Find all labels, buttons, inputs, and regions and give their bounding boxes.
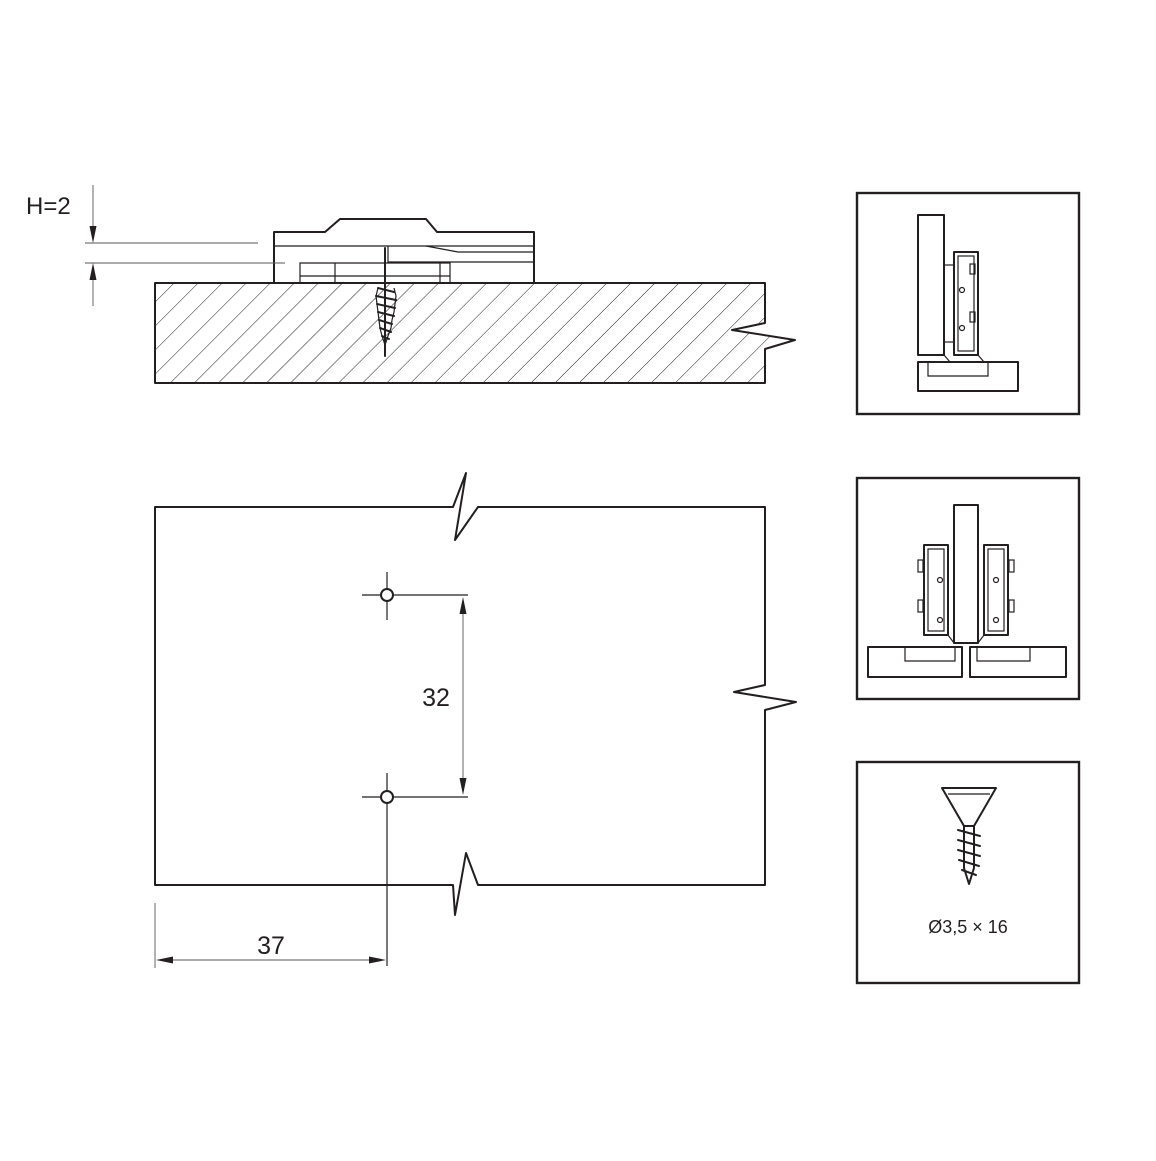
- height-dimension: H=2: [26, 185, 285, 306]
- hinge-single-icon: [917, 214, 1019, 392]
- hinge-double-panel: [855, 476, 1081, 701]
- drill-hole-upper: [362, 572, 468, 620]
- edge-distance-dimension: 37: [154, 903, 386, 968]
- hole-spacing-dimension: 32: [422, 597, 467, 795]
- board-section: [154, 282, 796, 384]
- screw-spec-label: Ø3,5 × 16: [928, 917, 1008, 937]
- hole-spacing-label: 32: [422, 684, 450, 712]
- hinge-double-icon: [867, 504, 1067, 678]
- top-view: 32 37: [154, 472, 797, 968]
- hinge-single-panel: [855, 191, 1081, 416]
- screw-icon: [941, 787, 997, 885]
- panel-outline: [154, 472, 797, 916]
- side-section-view: H=2: [26, 185, 796, 384]
- edge-distance-label: 37: [257, 932, 285, 960]
- drill-hole-lower: [362, 773, 468, 966]
- mounting-plate: [273, 218, 535, 283]
- height-label: H=2: [26, 193, 71, 220]
- screw-spec-panel: Ø3,5 × 16: [855, 760, 1081, 985]
- screw-section: [375, 247, 397, 357]
